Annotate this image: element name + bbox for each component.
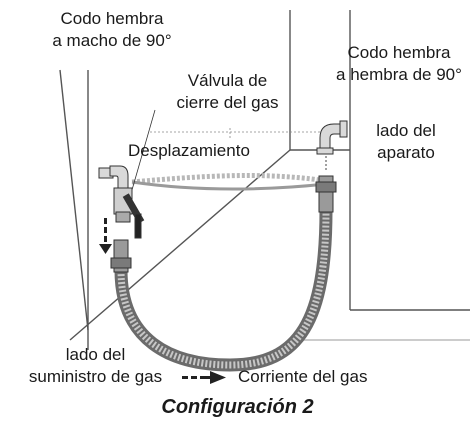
gas-flow-arrow [182,371,226,384]
displacement-marks [150,128,320,140]
figure-caption: Configuración 2 [161,396,314,418]
label-elbow-female-female: Codo hembra a hembra de 90° [325,42,473,86]
label-displacement: Desplazamiento [128,141,250,160]
label-gas-flow: Corriente del gas [238,367,368,386]
label-elbow-female-male: Codo hembra a macho de 90° [22,8,202,52]
label-line: a hembra de 90° [336,65,462,84]
elbow-female-male [98,165,129,191]
label-line: Codo hembra [60,9,164,28]
label-shutoff-valve: Válvula de cierre del gas [150,70,305,114]
label-line: aparato [377,143,435,162]
supply-fitting [110,239,132,273]
label-line: a macho de 90° [52,31,172,50]
label-line: Válvula de [187,71,268,90]
label-appliance-side: lado del aparato [360,120,452,164]
elbow-female-female [316,120,348,155]
label-line: cierre del gas [176,93,279,112]
install-arrow [99,218,112,254]
appliance-fitting [315,175,337,213]
label-line: Codo hembra [347,43,451,62]
gas-shutoff-valve [113,187,145,239]
label-line: lado del [376,121,436,140]
hose-original-position [131,173,321,185]
label-supply-side: lado del suministro de gas [8,344,183,388]
valve-leader [131,109,156,191]
label-line: suministro de gas [28,367,163,386]
label-line: lado del [65,345,126,364]
